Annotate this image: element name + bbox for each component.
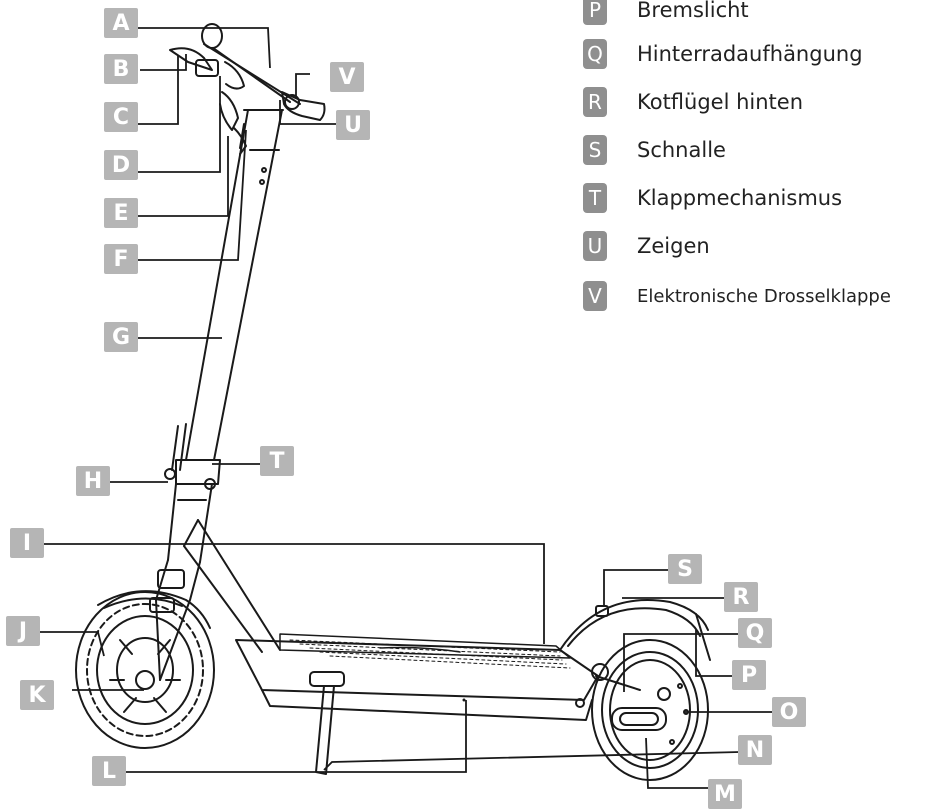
marker-g: G [104, 322, 138, 352]
legend-item: V Elektronische Drosselklappe [583, 280, 891, 312]
legend-badge: Q [583, 39, 607, 69]
marker-e: E [104, 198, 138, 228]
marker-t: T [260, 446, 294, 476]
legend-text: Elektronische Drosselklappe [637, 285, 891, 307]
legend-item: Q Hinterradaufhängung [583, 38, 863, 70]
legend-badge: R [583, 87, 607, 117]
marker-n: N [738, 735, 772, 765]
legend-item: T Klappmechanismus [583, 182, 842, 214]
marker-o: O [772, 697, 806, 727]
legend-item: U Zeigen [583, 230, 710, 262]
marker-i: I [10, 528, 44, 558]
legend-text: Hinterradaufhängung [637, 42, 863, 66]
leader-lines [40, 27, 778, 790]
legend-badge: P [583, 0, 607, 25]
legend-text: Bremslicht [637, 0, 749, 22]
legend-item: S Schnalle [583, 134, 726, 166]
legend-badge: S [583, 135, 607, 165]
legend-text: Zeigen [637, 234, 710, 258]
marker-p: P [732, 660, 766, 690]
steering-stem [185, 109, 284, 461]
marker-c: C [104, 102, 138, 132]
marker-a: A [104, 8, 138, 38]
legend-text: Schnalle [637, 138, 726, 162]
legend-text: Klappmechanismus [637, 186, 843, 210]
marker-j: J [6, 616, 40, 646]
legend-badge: U [583, 231, 607, 261]
legend-item: P Bremslicht [583, 0, 749, 26]
legend-badge: T [583, 183, 607, 213]
folding-clamp [164, 423, 221, 563]
marker-b: B [104, 54, 138, 84]
marker-m: M [708, 779, 742, 809]
marker-u: U [336, 110, 370, 140]
legend-item: R Kotflügel hinten [583, 86, 803, 118]
marker-v: V [330, 62, 364, 92]
kickstand [309, 671, 345, 775]
frame [183, 519, 281, 653]
marker-d: D [104, 150, 138, 180]
handlebar [169, 23, 326, 131]
legend-badge: V [583, 281, 607, 311]
legend-text: Kotflügel hinten [637, 90, 804, 114]
front-wheel [75, 591, 215, 749]
front-fork [97, 559, 211, 681]
deck [235, 633, 599, 721]
marker-h: H [76, 466, 110, 496]
marker-s: S [668, 554, 702, 584]
marker-k: K [20, 680, 54, 710]
parts-legend: P Bremslicht Q Hinterradaufhängung R Kot… [583, 0, 942, 320]
rear-fender [559, 599, 711, 701]
marker-r: R [724, 582, 758, 612]
marker-f: F [104, 244, 138, 274]
marker-l: L [92, 756, 126, 786]
rear-wheel [591, 639, 709, 781]
marker-q: Q [738, 618, 772, 648]
